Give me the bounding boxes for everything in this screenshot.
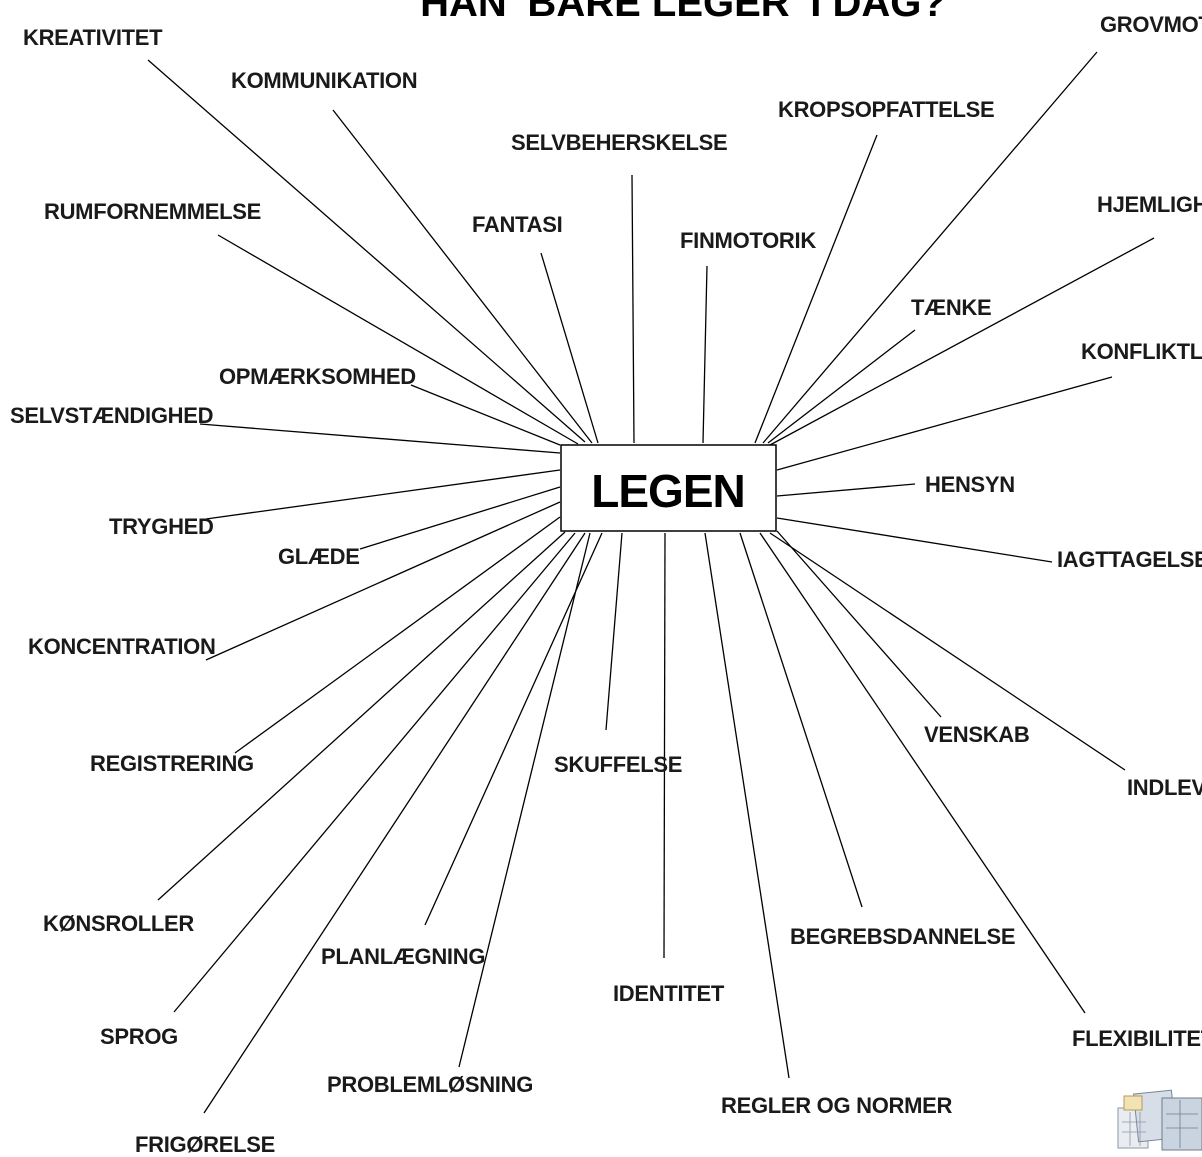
center-label: LEGEN [591,465,744,517]
spoke-hensyn [776,483,916,497]
word-glaede: GLÆDE [278,544,360,569]
word-regler-og-normer: REGLER OG NORMER [721,1093,953,1118]
spoke-problemlosning [458,532,591,1068]
word-iagttagelse: IAGTTAGELSE [1057,547,1202,572]
spoke-konsroller [157,531,566,901]
word-planlaegning: PLANLÆGNING [321,944,485,969]
spoke-planlaegning [424,532,603,926]
word-indlevelse: INDLEVELSE [1127,775,1202,800]
spoke-venskab [776,530,942,718]
word-fantasi: FANTASI [472,212,562,237]
spoke-flexibilitet [759,532,1086,1014]
center-box [560,444,777,532]
word-registrering: REGISTRERING [90,751,254,776]
spoke-begrebsdannelse [739,532,863,908]
word-problemlosning: PROBLEMLØSNING [327,1072,533,1097]
spoke-frigorelse [203,532,586,1114]
word-frigorelse: FRIGØRELSE [135,1132,275,1157]
spoke-selvstaendighed [199,423,561,454]
spoke-kropsopfattelse [754,134,878,444]
spoke-hjemlighed [769,237,1155,446]
word-grovmotorik: GROVMOTORIK [1100,12,1202,37]
spoke-fantasi [540,252,599,444]
word-tryghed: TRYGHED [109,514,214,539]
spoke-konfliktlosning [776,376,1113,471]
word-begrebsdannelse: BEGREBSDANNELSE [790,924,1015,949]
spoke-finmotorik [702,265,708,444]
spoke-kommunikation [332,109,593,444]
word-konfliktlosning: KONFLIKTLØSNING [1081,339,1202,364]
spoke-grovmotorik [762,51,1098,444]
page-title: HAN 'BARE LEGER' I DAG? [420,0,946,25]
word-hensyn: HENSYN [925,472,1015,497]
word-kropsopfattelse: KROPSOPFATTELSE [778,97,994,122]
word-selvbeherskelse: SELVBEHERSKELSE [511,130,727,155]
word-identitet: IDENTITET [613,981,725,1006]
spoke-opmaerksomhed [410,384,561,446]
spoke-identitet [663,532,666,959]
word-finmotorik: FINMOTORIK [680,228,816,253]
spoke-lines [147,51,1155,1114]
word-selvstaendighed: SELVSTÆNDIGHED [10,403,213,428]
word-koncentration: KONCENTRATION [28,634,216,659]
spoke-kreativitet [147,59,586,443]
spoke-taenke [767,329,916,444]
spoke-koncentration [205,501,561,661]
word-venskab: VENSKAB [924,722,1029,747]
word-rumfornemmelse: RUMFORNEMMELSE [44,199,261,224]
spoke-rumfornemmelse [217,234,579,445]
spoke-glaede [359,486,561,550]
word-taenke: TÆNKE [911,295,991,320]
word-kommunikation: KOMMUNIKATION [231,68,417,93]
spoke-iagttagelse [776,517,1053,563]
word-konsroller: KØNSROLLER [43,911,194,936]
spoke-registrering [234,516,561,754]
word-opmaerksomhed: OPMÆRKSOMHED [219,364,416,389]
word-hjemlighed: HJEMLIGHED [1097,192,1202,217]
spoke-selvbeherskelse [631,174,635,444]
spoke-indlevelse [769,532,1126,771]
word-labels: KREATIVITET KOMMUNIKATION SELVBEHERSKELSE K… [10,12,1202,1157]
decorative-tiles-icon [1117,1089,1202,1151]
spoke-skuffelse [605,532,623,731]
spoke-tryghed [205,469,561,520]
word-kreativitet: KREATIVITET [23,25,163,50]
spoke-regler-og-normer [704,532,790,1079]
spoke-sprog [173,532,576,1013]
word-sprog: SPROG [100,1024,178,1049]
word-flexibilitet: FLEXIBILITET [1072,1026,1202,1051]
word-skuffelse: SKUFFELSE [554,752,682,777]
